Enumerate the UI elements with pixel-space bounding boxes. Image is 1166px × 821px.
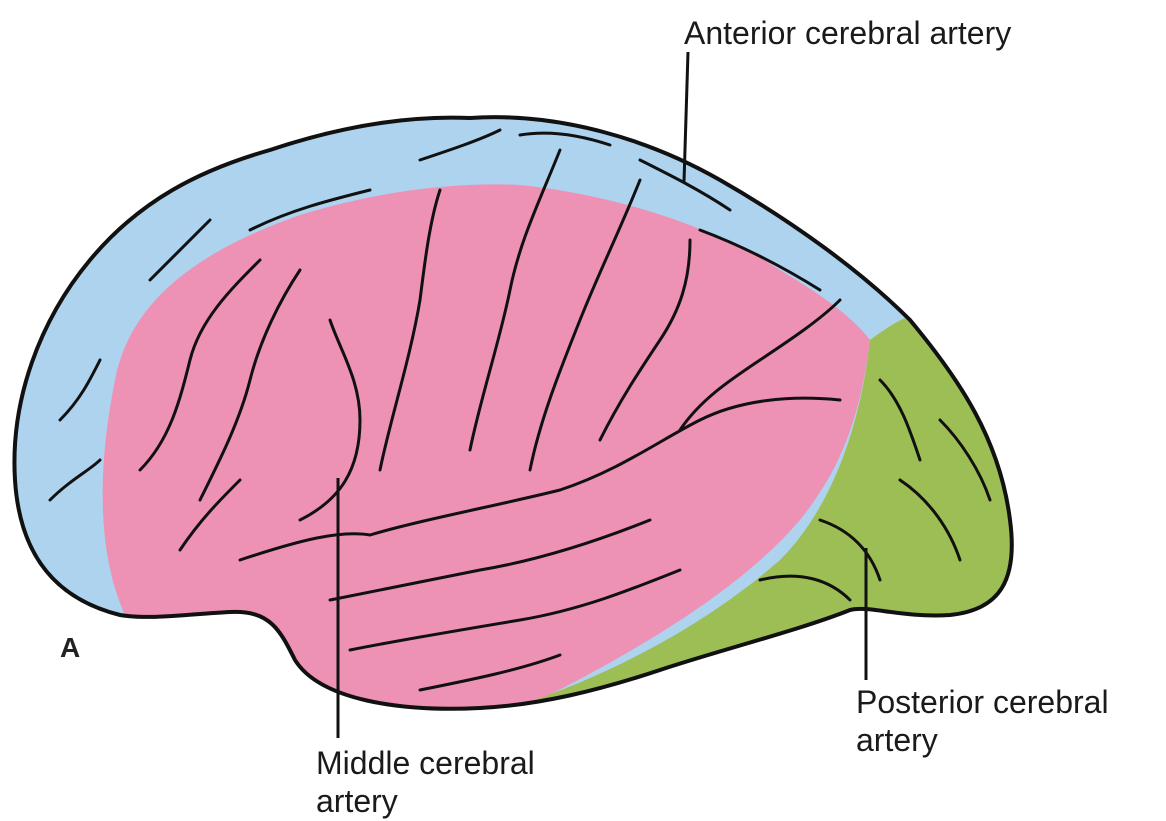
panel-letter: A [60,632,80,664]
posterior-label-line-1: Posterior cerebral [856,683,1109,721]
anterior-cerebral-artery-label: Anterior cerebral artery [684,14,1011,52]
posterior-label-line-2: artery [856,721,1109,759]
posterior-cerebral-artery-label: Posterior cerebral artery [856,683,1109,759]
middle-label-line-1: Middle cerebral [316,744,535,782]
middle-cerebral-artery-label: Middle cerebral artery [316,744,535,820]
middle-label-line-2: artery [316,782,535,820]
